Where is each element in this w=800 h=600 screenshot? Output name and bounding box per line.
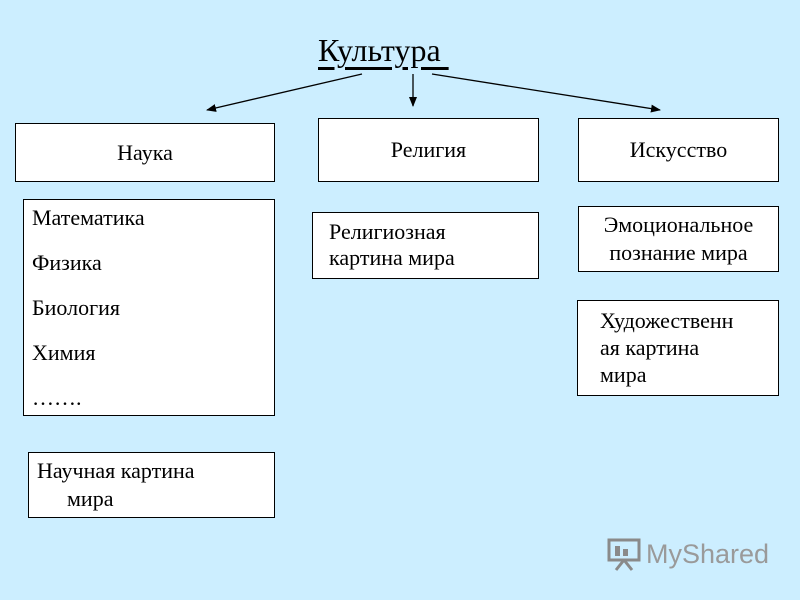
watermark-text: MyShared [646, 538, 770, 569]
text-line: Религиозная [329, 219, 446, 244]
text-line: Художественн [600, 308, 734, 333]
category-box-nauka: Наука [15, 123, 275, 182]
arrow-to-nauka [206, 73, 363, 112]
text-line: мира [600, 362, 647, 387]
list-item: Химия [32, 340, 96, 365]
list-item: Физика [32, 250, 102, 275]
text-line: познание мира [609, 240, 748, 265]
presentation-board-icon [607, 538, 641, 571]
religious-picture-box: Религиозная картина мира [312, 212, 539, 279]
arrow-to-iskusstvo [431, 73, 661, 113]
list-item: Биология [32, 295, 121, 320]
text-line: мира [67, 486, 114, 511]
category-box-iskusstvo: Искусство [578, 118, 779, 182]
text-line: Научная картина [37, 458, 195, 483]
text-line: картина мира [329, 245, 455, 270]
category-label-nauka: Наука [117, 139, 173, 165]
sciences-list: Математика Физика Биология Химия ……. [32, 206, 274, 431]
watermark: MyShared [606, 536, 769, 572]
category-box-religiya: Религия [318, 118, 539, 182]
artistic-picture-box: Художественн ая картина мира [577, 300, 779, 396]
emotional-cognition-box: Эмоциональное познание мира [578, 206, 779, 272]
text-line: ая картина [600, 335, 700, 360]
text-line: Эмоциональное [603, 212, 754, 237]
category-label-iskusstvo: Искусство [629, 137, 728, 162]
sciences-list-box: Математика Физика Биология Химия ……. [23, 199, 275, 416]
category-label-religiya: Религия [390, 137, 467, 162]
diagram-title: Культура [318, 32, 449, 68]
scientific-picture-box: Научная картина мира [28, 452, 275, 518]
list-item: ……. [32, 385, 82, 410]
list-item: Математика [32, 205, 145, 230]
